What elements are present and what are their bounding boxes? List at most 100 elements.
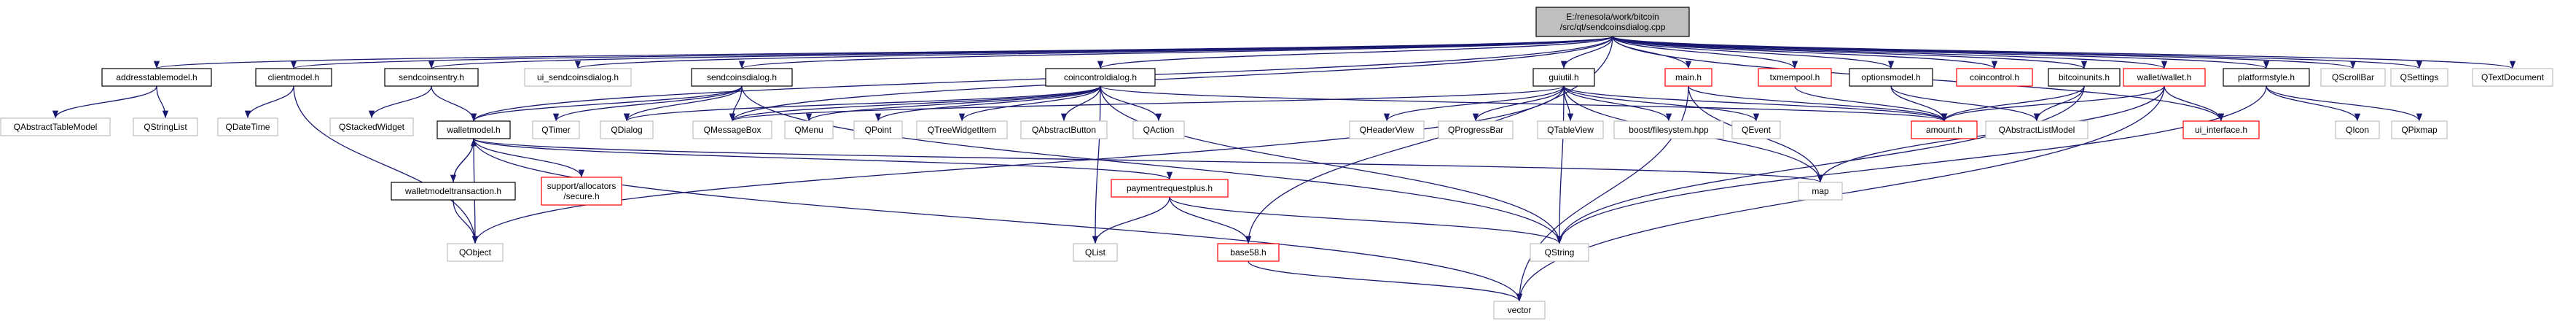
edge-base58-to-vector xyxy=(1248,260,1523,302)
node-box-wallet xyxy=(2123,68,2206,87)
edge-addresstablemodel-to-QAbstractTableModel xyxy=(52,85,157,119)
edge-coincontroldialog-to-QDialog xyxy=(624,85,1101,122)
node-guiutil[interactable]: guiutil.h xyxy=(1532,68,1595,87)
node-QStackedWidget: QStackedWidget xyxy=(329,117,414,136)
node-sendcoinsdialog_h[interactable]: sendcoinsdialog.h xyxy=(691,68,793,87)
edge-platformstyle-to-QIcon xyxy=(2266,85,2361,122)
node-label-sendcoinsdialog_h: sendcoinsdialog.h xyxy=(707,72,777,82)
edge-layer xyxy=(52,36,2516,302)
node-label-QTimer: QTimer xyxy=(541,125,571,135)
node-coincontrol[interactable]: coincontrol.h xyxy=(1956,68,2033,87)
node-label-QPixmap: QPixmap xyxy=(2401,125,2438,135)
node-label-QIcon: QIcon xyxy=(2346,125,2369,135)
node-QObject: QObject xyxy=(447,243,504,262)
edge-walletmodel-to-paymentrequestplus xyxy=(473,138,1172,180)
edge-main-to-amount xyxy=(1688,85,1948,122)
node-txmempool[interactable]: txmempool.h xyxy=(1758,68,1832,87)
node-box-QDateTime xyxy=(217,117,278,136)
node-main[interactable]: main.h xyxy=(1664,68,1712,87)
edge-paymentrequestplus-to-QString xyxy=(1169,196,1562,244)
node-label-allocators_secure: /secure.h xyxy=(563,191,599,201)
node-label-txmempool: txmempool.h xyxy=(1770,72,1820,82)
edge-root-to-clientmodel xyxy=(291,36,1613,69)
node-label-platformstyle: platformstyle.h xyxy=(2238,72,2295,82)
node-label-guiutil: guiutil.h xyxy=(1549,72,1578,82)
node-coincontroldialog[interactable]: coincontroldialog.h xyxy=(1045,68,1156,87)
node-wallet[interactable]: wallet/wallet.h xyxy=(2123,68,2206,87)
edge-platformstyle-to-QString xyxy=(1556,85,2267,244)
node-label-root: E:/renesola/work/bitcoin xyxy=(1566,12,1659,22)
edge-wallet-to-ui_interface xyxy=(2164,85,2225,122)
node-walletmodel[interactable]: walletmodel.h xyxy=(436,120,511,139)
edge-root-to-base58 xyxy=(1245,36,1613,244)
node-QIcon: QIcon xyxy=(2335,120,2380,139)
node-QScrollBar: QScrollBar xyxy=(2320,68,2386,87)
node-label-QTextDocument: QTextDocument xyxy=(2481,72,2545,82)
node-box-QIcon xyxy=(2335,120,2380,139)
node-box-QString xyxy=(1530,243,1589,262)
node-amount[interactable]: amount.h xyxy=(1911,120,1978,139)
node-box-QScrollBar xyxy=(2320,68,2386,87)
node-root[interactable]: E:/renesola/work/bitcoin/src/qt/sendcoin… xyxy=(1535,7,1690,37)
node-box-optionsmodel xyxy=(1849,68,1933,87)
node-optionsmodel[interactable]: optionsmodel.h xyxy=(1849,68,1933,87)
edge-clientmodel-to-QObject xyxy=(293,85,479,244)
node-box-QEvent xyxy=(1731,120,1781,139)
node-QProgressBar: QProgressBar xyxy=(1438,120,1514,139)
edge-root-to-ui_sendcoinsdialog xyxy=(575,36,1613,69)
node-label-map: map xyxy=(1812,186,1829,196)
node-QTreeWidgetItem: QTreeWidgetItem xyxy=(916,120,1008,139)
node-clientmodel[interactable]: clientmodel.h xyxy=(255,68,332,87)
node-base58[interactable]: base58.h xyxy=(1217,243,1280,262)
node-label-amount: amount.h xyxy=(1926,125,1962,135)
node-label-ui_interface: ui_interface.h xyxy=(2195,125,2247,135)
edge-coincontroldialog-to-QList xyxy=(1092,85,1101,244)
node-sendcoinsentry[interactable]: sendcoinsentry.h xyxy=(384,68,479,87)
node-box-coincontroldialog xyxy=(1045,68,1156,87)
node-box-QMenu xyxy=(784,120,834,139)
node-box-amount xyxy=(1911,120,1978,139)
node-platformstyle[interactable]: platformstyle.h xyxy=(2223,68,2310,87)
node-label-bitcoinunits: bitcoinunits.h xyxy=(2059,72,2110,82)
node-QHeaderView: QHeaderView xyxy=(1349,120,1425,139)
node-label-QAbstractButton: QAbstractButton xyxy=(1032,125,1096,135)
edge-root-to-coincontroldialog xyxy=(1097,36,1613,69)
node-label-QSettings: QSettings xyxy=(2400,72,2439,82)
node-paymentrequestplus[interactable]: paymentrequestplus.h xyxy=(1111,179,1229,198)
node-vector: vector xyxy=(1493,301,1546,320)
node-label-sendcoinsentry: sendcoinsentry.h xyxy=(399,72,464,82)
edge-walletmodel-to-vector xyxy=(473,138,1523,302)
node-box-sendcoinsdialog_h xyxy=(691,68,793,87)
node-box-ui_sendcoinsdialog xyxy=(524,68,632,87)
node-label-QEvent: QEvent xyxy=(1742,125,1772,135)
node-QMenu: QMenu xyxy=(784,120,834,139)
node-box-QStringList xyxy=(133,117,198,136)
edge-root-to-bitcoinunits xyxy=(1612,36,2087,69)
node-box-base58 xyxy=(1217,243,1280,262)
edge-coincontroldialog-to-QMessageBox xyxy=(729,85,1101,122)
node-QList: QList xyxy=(1073,243,1118,262)
edge-bitcoinunits-to-QAbstractListModel xyxy=(2033,85,2085,122)
edge-txmempool-to-amount xyxy=(1794,85,1948,122)
node-ui_interface[interactable]: ui_interface.h xyxy=(2182,120,2260,139)
edge-paymentrequestplus-to-base58 xyxy=(1169,196,1252,244)
edge-bitcoinunits-to-amount xyxy=(1941,85,2085,122)
edge-root-to-QTextDocument xyxy=(1612,36,2516,69)
node-ui_sendcoinsdialog: ui_sendcoinsdialog.h xyxy=(524,68,632,87)
edge-coincontroldialog-to-QMenu xyxy=(806,85,1101,122)
node-box-QAbstractTableModel xyxy=(0,117,111,136)
node-label-QHeaderView: QHeaderView xyxy=(1360,125,1414,135)
node-QString: QString xyxy=(1530,243,1589,262)
node-allocators_secure[interactable]: support/allocators/secure.h xyxy=(541,177,622,206)
edge-optionsmodel-to-QAbstractListModel xyxy=(1890,85,2040,122)
edge-wallet-to-amount xyxy=(1941,85,2165,122)
node-label-QObject: QObject xyxy=(459,247,492,258)
node-addresstablemodel[interactable]: addresstablemodel.h xyxy=(101,68,212,87)
node-box-paymentrequestplus xyxy=(1111,179,1229,198)
edge-sendcoinsdialog_h-to-walletmodel xyxy=(470,85,743,122)
edge-addresstablemodel-to-QStringList xyxy=(156,85,169,119)
node-bitcoinunits[interactable]: bitcoinunits.h xyxy=(2048,68,2121,87)
node-label-walletmodel: walletmodel.h xyxy=(446,125,500,135)
node-box-QTimer xyxy=(532,120,580,139)
node-walletmodeltransaction[interactable]: walletmodeltransaction.h xyxy=(391,182,516,201)
